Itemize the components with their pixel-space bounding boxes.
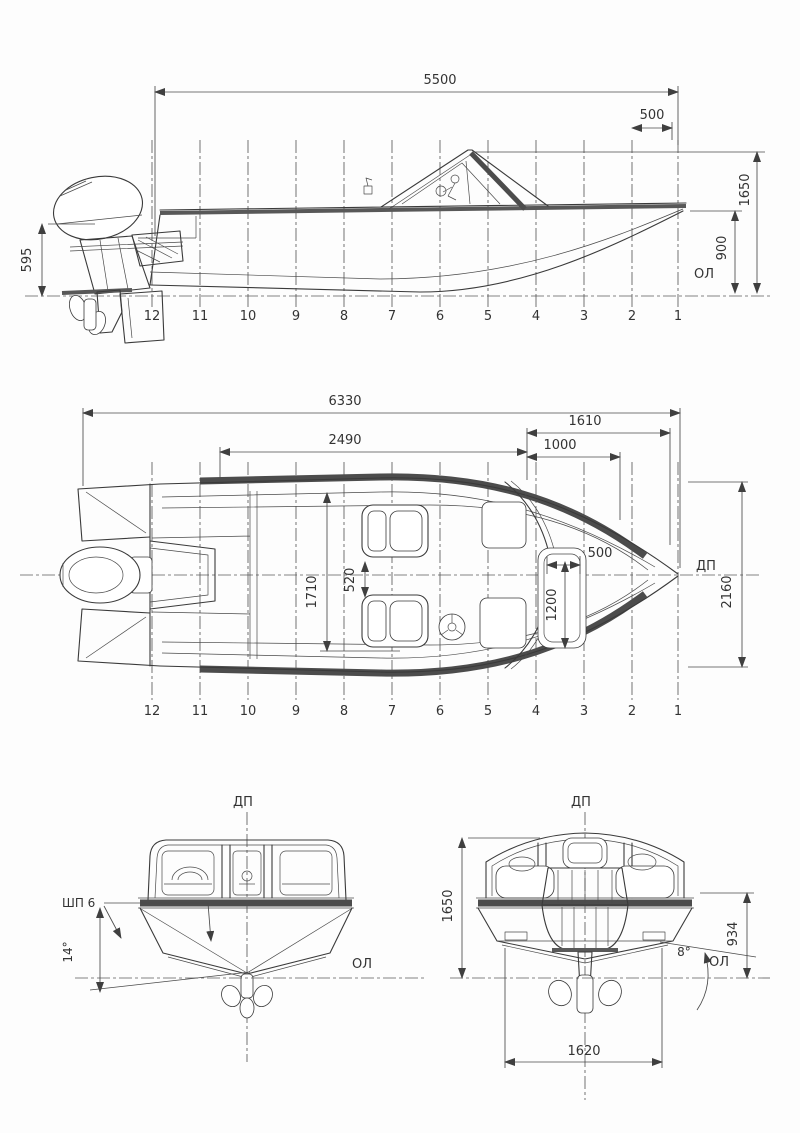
station-label: 10 — [240, 309, 257, 324]
bow-hull — [139, 907, 353, 979]
outboard-motor-plan — [59, 546, 153, 604]
dim-6330: 6330 — [82, 394, 681, 568]
station-label: 8 — [340, 704, 348, 719]
bow-cabin — [147, 839, 347, 901]
station-label: 10 — [240, 704, 257, 719]
dim-1000-label: 1000 — [543, 438, 576, 453]
seat-plan-starboard — [361, 594, 429, 648]
plan-station-lines — [151, 462, 679, 700]
plan-station-labels: 12 11 10 9 8 7 6 5 4 3 2 1 — [144, 704, 682, 719]
dim-1200-label: 1200 — [545, 588, 560, 621]
station-label: 9 — [292, 704, 300, 719]
dim-500-label: 500 — [640, 108, 665, 123]
dim-1610: 1610 — [526, 414, 671, 545]
stern-waterline-label: ОЛ — [709, 955, 729, 970]
dim-6330-label: 6330 — [328, 394, 361, 409]
dim-2160: 2160 — [688, 481, 748, 668]
bow-propeller — [221, 973, 273, 1019]
station-label: 3 — [580, 704, 588, 719]
dim-2160-label: 2160 — [720, 575, 735, 608]
hull-profile — [138, 149, 687, 293]
dim-1650-label: 1650 — [738, 173, 753, 206]
side-station-labels: 12 11 10 9 8 7 6 5 4 3 2 1 — [144, 309, 682, 324]
station-label: 9 — [292, 309, 300, 324]
stern-deadrise-label: 8° — [677, 945, 691, 959]
station-label: 1 — [674, 309, 682, 324]
station-label: 3 — [580, 309, 588, 324]
outboard-motor-side — [52, 175, 184, 344]
dim-520-label: 520 — [343, 568, 358, 593]
station-label: 2 — [628, 704, 636, 719]
dim-900-label: 900 — [715, 236, 730, 261]
dim-900: 900 — [690, 210, 742, 294]
station-label: 1 — [674, 704, 682, 719]
seat-plan-port — [361, 504, 429, 558]
station-label: 12 — [144, 704, 161, 719]
stern-motor — [541, 867, 629, 1014]
stern-cabin — [485, 832, 685, 899]
dim-1710: 1710 — [305, 492, 400, 652]
side-station-lines — [151, 140, 679, 308]
station-label: 12 — [144, 309, 161, 324]
bow-frame-label: ШП 6 — [62, 896, 95, 910]
dim-1200: 1200 — [545, 561, 569, 649]
dim-1650-stern-label: 1650 — [441, 889, 456, 922]
dim-1000: 1000 — [526, 438, 621, 520]
propeller-side — [68, 294, 106, 336]
stern-centerline-label: ДП — [571, 795, 591, 810]
console-plan-port — [481, 501, 527, 549]
side-view: 5500 500 1650 900 595 ОЛ 12 — [20, 73, 772, 344]
stern-deadrise-annotation: 8° — [659, 941, 757, 1011]
dim-1710-label: 1710 — [305, 575, 320, 608]
dim-5500-label: 5500 — [423, 73, 456, 88]
dim-5500: 5500 — [154, 73, 679, 236]
bow-waterline-label: ОЛ — [352, 957, 372, 972]
dim-595-label: 595 — [20, 248, 35, 273]
console-plan-starboard — [479, 597, 527, 649]
dim-520: 520 — [343, 561, 369, 598]
plan-view: 6330 2490 1610 1000 500 1200 — [20, 394, 762, 719]
stern-propeller — [548, 974, 622, 1014]
station-label: 7 — [388, 309, 396, 324]
station-label: 11 — [192, 309, 209, 324]
dim-500-hatch-label: 500 — [588, 546, 613, 561]
dim-595: 595 — [20, 223, 95, 297]
station-label: 5 — [484, 704, 492, 719]
dim-500-hatch: 500 — [546, 546, 613, 574]
station-label: 5 — [484, 309, 492, 324]
dim-934-label: 934 — [726, 922, 741, 947]
dim-1650: 1650 — [475, 151, 765, 294]
dim-1620-label: 1620 — [567, 1044, 600, 1059]
bow-nav-light-icon — [363, 177, 373, 195]
dim-2490-label: 2490 — [328, 433, 361, 448]
plan-centerline-label: ДП — [696, 559, 716, 574]
bow-view: ДП ОЛ — [61, 795, 425, 1062]
dim-934: 934 — [700, 892, 754, 979]
station-label: 8 — [340, 309, 348, 324]
driver-figure — [435, 174, 460, 201]
dim-1610-label: 1610 — [568, 414, 601, 429]
bow-deadrise-label: 14° — [61, 941, 75, 962]
dim-2490: 2490 — [219, 433, 528, 478]
dim-500-bow: 500 — [631, 108, 673, 140]
station-label: 6 — [436, 704, 444, 719]
station-label: 6 — [436, 309, 444, 324]
dim-1650-stern: 1650 — [441, 837, 540, 979]
station-label: 4 — [532, 309, 540, 324]
station-label: 2 — [628, 309, 636, 324]
bow-frame-annotation: ШП 6 14° — [61, 896, 251, 993]
stern-view: ДП — [441, 795, 770, 1100]
station-label: 7 — [388, 704, 396, 719]
station-label: 4 — [532, 704, 540, 719]
dim-1620: 1620 — [504, 948, 663, 1068]
stern-hull — [477, 907, 693, 964]
steering-wheel-plan — [438, 613, 466, 641]
station-label: 11 — [192, 704, 209, 719]
side-baseline-label: ОЛ — [694, 267, 714, 282]
bow-centerline-label: ДП — [233, 795, 253, 810]
windshield-profile — [380, 149, 549, 211]
